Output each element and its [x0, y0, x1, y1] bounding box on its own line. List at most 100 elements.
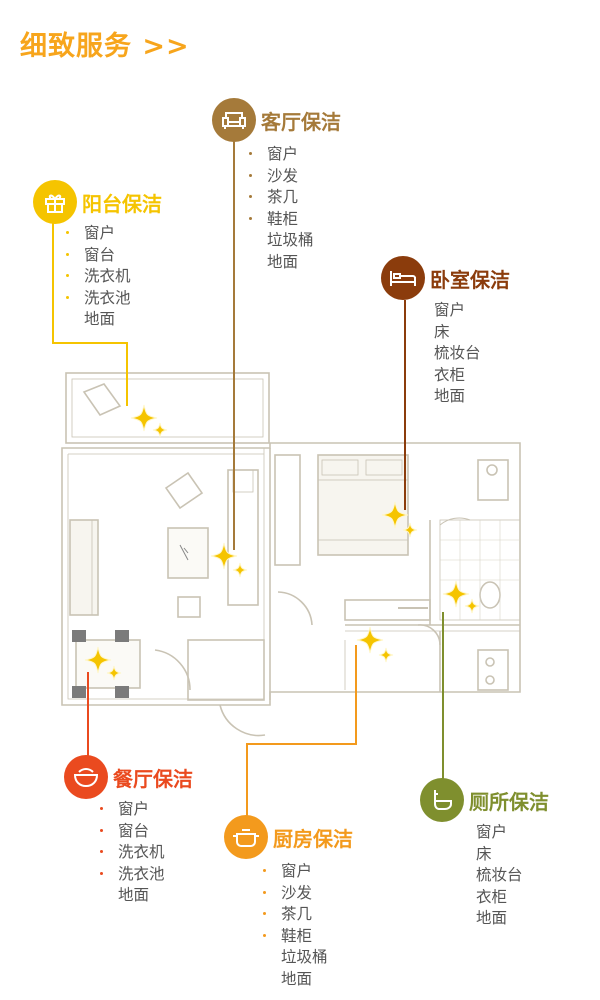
bullet — [249, 152, 252, 155]
sparkle-icon — [84, 646, 112, 674]
list-item: 沙发 — [263, 883, 328, 905]
bed-icon — [390, 271, 416, 286]
kitchen-connector-v2 — [246, 743, 248, 818]
apartment-outline — [61, 442, 521, 706]
bullet — [100, 807, 103, 810]
living-items: 窗户 沙发 茶几 鞋柜 垃圾桶 地面 — [249, 144, 314, 273]
list-item: 茶几 — [263, 904, 328, 926]
bullet — [249, 216, 252, 220]
sparkle-icon — [381, 501, 409, 529]
list-item: 鞋柜 — [263, 926, 328, 948]
page-title: 细致服务 >> — [20, 31, 190, 62]
list-item: 垃圾桶 — [267, 231, 314, 249]
room-label-bedroom: 卧室保洁 — [381, 256, 510, 300]
bedroom-title: 卧室保洁 — [430, 267, 510, 292]
list-item: 窗户 — [434, 301, 466, 319]
bullet — [263, 912, 266, 915]
kitchen-title: 厨房保洁 — [273, 826, 353, 851]
balcony-title: 阳台保洁 — [82, 191, 162, 216]
sparkle-icon — [442, 580, 470, 608]
bullet — [66, 252, 69, 256]
list-item: 窗户 — [263, 861, 328, 883]
kitchen-counter — [344, 599, 431, 621]
dining-items: 窗户 窗台 洗衣机 洗衣池 地面 — [100, 799, 165, 907]
bullet — [100, 850, 103, 853]
balcony-room — [65, 372, 270, 444]
bedroom-connector — [404, 300, 406, 510]
room-label-dining: 餐厅保洁 — [64, 755, 193, 799]
list-item: 沙发 — [249, 166, 314, 188]
list-item: 洗衣池 — [66, 288, 131, 310]
list-item: 窗户 — [476, 823, 508, 841]
bullet — [100, 871, 103, 875]
list-item: 茶几 — [249, 187, 314, 209]
sparkle-icon — [402, 522, 418, 538]
bullet — [66, 274, 69, 277]
room-label-kitchen: 厨房保洁 — [224, 815, 353, 859]
gift-icon — [45, 194, 65, 213]
list-item: 床 — [434, 322, 450, 341]
bullet — [249, 195, 252, 198]
bullet — [100, 828, 103, 832]
living-connector — [233, 140, 235, 550]
list-item: 垃圾桶 — [281, 948, 328, 966]
dining-badge — [64, 755, 108, 799]
dining-connector — [87, 672, 89, 760]
bedroom-badge — [381, 256, 425, 300]
list-item: 窗台 — [66, 245, 131, 267]
list-item: 洗衣机 — [66, 266, 131, 288]
bathroom-connector — [442, 612, 444, 780]
room-label-bathroom: 厕所保洁 — [420, 778, 549, 822]
bullet — [263, 869, 266, 872]
bullet — [263, 890, 266, 894]
balcony-items: 窗户 窗台 洗衣机 洗衣池 地面 — [66, 223, 131, 331]
list-item: 窗户 — [249, 144, 314, 166]
balcony-connector-v — [52, 222, 54, 344]
sparkle-icon — [130, 404, 158, 432]
list-item: 洗衣池 — [100, 864, 165, 886]
kitchen-badge — [224, 815, 268, 859]
room-label-living: 客厅保洁 — [212, 98, 341, 142]
bowl-icon — [73, 768, 99, 788]
sparkle-icon — [464, 598, 480, 614]
list-item: 窗户 — [100, 799, 165, 821]
living-badge — [212, 98, 256, 142]
list-item: 梳妆台 — [476, 866, 523, 884]
list-item: 地面 — [476, 909, 508, 927]
list-item: 地面 — [118, 886, 150, 904]
bullet — [249, 173, 252, 177]
sparkle-icon — [152, 422, 168, 438]
list-item: 窗户 — [66, 223, 131, 245]
dining-title: 餐厅保洁 — [113, 766, 193, 791]
list-item: 洗衣机 — [100, 842, 165, 864]
list-item: 窗台 — [100, 821, 165, 843]
bullet — [66, 231, 69, 234]
bathroom-items: 窗户 床 梳妆台 衣柜 地面 — [458, 822, 523, 930]
list-item: 地面 — [267, 252, 299, 271]
bullet — [263, 933, 266, 937]
list-item: 地面 — [84, 310, 116, 328]
balcony-connector-v2 — [126, 342, 128, 406]
bullet — [66, 295, 69, 299]
bedroom-items: 窗户 床 梳妆台 衣柜 地面 — [416, 300, 481, 408]
kitchen-connector-v1 — [355, 645, 357, 745]
list-item: 地面 — [281, 969, 313, 988]
sparkle-icon — [356, 626, 384, 654]
bathroom-badge — [420, 778, 464, 822]
list-item: 地面 — [434, 387, 466, 405]
sofa-icon — [222, 112, 246, 129]
list-item: 梳妆台 — [434, 344, 481, 362]
sparkle-icon — [232, 562, 248, 578]
living-title: 客厅保洁 — [261, 109, 341, 134]
pot-icon — [233, 829, 259, 847]
sparkle-icon — [106, 665, 122, 681]
room-label-balcony: 阳台保洁 — [33, 180, 162, 224]
toilet-icon — [434, 790, 452, 810]
dining-table — [75, 639, 141, 689]
bathroom-title: 厕所保洁 — [469, 789, 549, 814]
sparkle-icon — [378, 647, 394, 663]
list-item: 衣柜 — [476, 887, 508, 906]
list-item: 鞋柜 — [249, 209, 314, 231]
list-item: 衣柜 — [434, 365, 466, 384]
balcony-connector-h — [52, 342, 128, 344]
